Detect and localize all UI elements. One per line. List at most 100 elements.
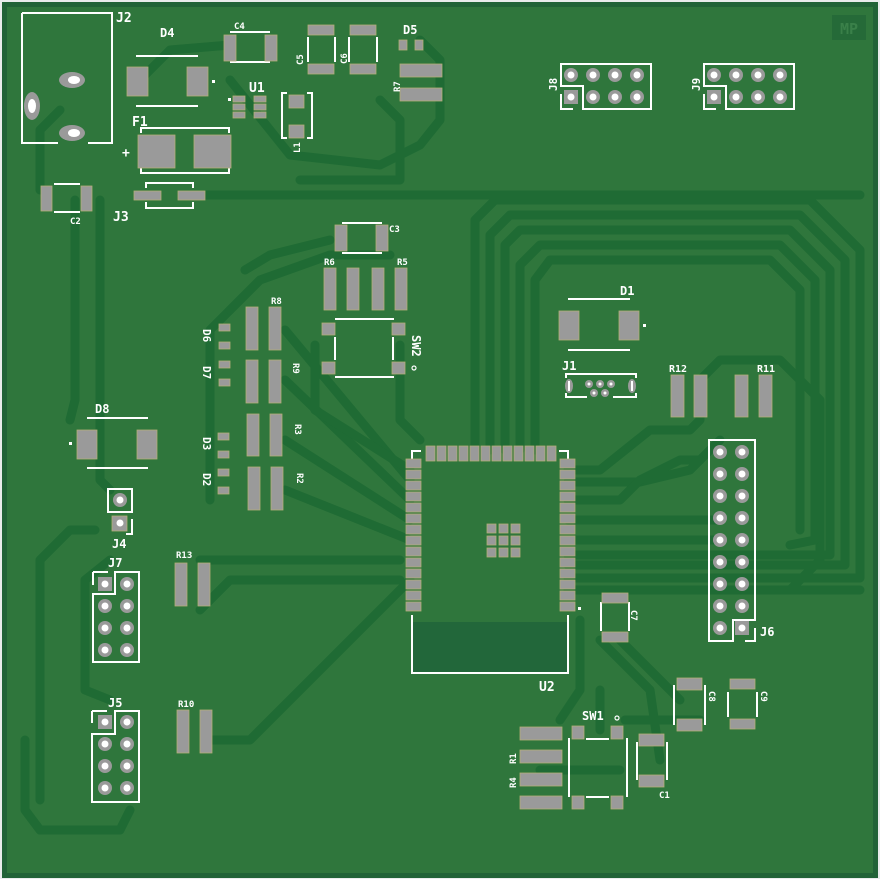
label-c6: C6 [340,53,350,64]
resistor-r10[interactable]: R10 [176,700,213,754]
resistor-r6[interactable]: R6 [323,258,360,311]
pin-hole [738,624,746,632]
u2-thermal-pad [498,523,509,534]
pin-hole [123,740,131,748]
header-j5[interactable]: J5 [91,696,140,803]
label-c8: C8 [706,691,716,702]
led-d6[interactable]: D6 [200,323,231,350]
pin-hole [589,71,597,79]
label-c1: C1 [659,791,670,801]
pin-hole [738,558,746,566]
button-sw1[interactable]: SW1 [568,709,628,810]
capacitor-c1[interactable]: C1 [636,733,670,801]
pin-hole [710,93,718,101]
label-r7: R7 [393,81,403,92]
diode-d5[interactable]: D5 [398,23,424,51]
antenna-keepout [412,622,568,672]
pin-hole [611,71,619,79]
pin-hole [738,536,746,544]
connector-j2[interactable]: J2 [21,11,132,144]
label-l1: L1 [293,142,303,153]
usb-j1[interactable]: J1 [562,359,637,398]
capacitor-c8[interactable]: C8 [673,677,716,732]
u2-thermal-pad [510,547,521,558]
pin-hole [710,71,718,79]
resistor-r5[interactable]: R5 [371,258,408,311]
label-d8: D8 [95,402,109,416]
pin-hole [589,93,597,101]
pin-hole [101,602,109,610]
capacitor-c3[interactable]: C3 [334,222,400,254]
capacitor-c2[interactable]: C2 [40,183,93,227]
label-r3: R3 [292,424,302,435]
capacitor-c6[interactable]: C6 [340,24,378,75]
u2-left-pad [405,502,422,513]
capacitor-c4[interactable]: C4 [223,22,278,63]
label-r8: R8 [271,297,282,307]
resistor-r7[interactable]: R7 [393,63,443,102]
header-j9[interactable]: J9 [690,63,795,110]
pin-hole [738,470,746,478]
diode-d8[interactable]: D8 [69,402,158,469]
led-d3[interactable]: D3 [200,432,230,459]
label-d5: D5 [403,23,417,37]
capacitor-c7[interactable]: C7 [600,592,638,643]
pin-hole [738,602,746,610]
button-sw2[interactable]: SW2 [321,318,423,378]
led-d7[interactable]: D7 [200,360,231,387]
module-u2[interactable]: U2 [405,445,581,695]
header-j7[interactable]: J7 [92,556,140,663]
resistor-r12[interactable]: R12 [669,364,708,418]
resistor-r4[interactable]: R4 [509,772,563,810]
label-j6: J6 [760,625,774,639]
header-j4[interactable]: J4 [107,488,133,551]
resistor-r2[interactable]: R2 [247,466,304,511]
u2-right-pad [559,480,576,491]
pin-hole [776,93,784,101]
label-r2: R2 [294,473,304,484]
label-c2: C2 [70,217,81,227]
diode-d4[interactable]: D4 [126,26,215,107]
pin-hole [567,71,575,79]
resistor-r8[interactable]: R8 [245,297,282,351]
pin-hole [738,492,746,500]
label-d4: D4 [160,26,174,40]
label-r6: R6 [324,258,335,268]
pin-hole [123,718,131,726]
capacitor-c9[interactable]: C9 [727,678,768,730]
label-j8: J8 [547,78,560,91]
u2-right-pad [559,469,576,480]
pin-hole [716,536,724,544]
header-j8[interactable]: J8 [547,63,652,110]
header-j6[interactable]: J6 [708,439,774,642]
u2-left-pad [405,480,422,491]
u2-left-pad [405,579,422,590]
resistor-r13[interactable]: R13 [174,551,211,607]
fuse-f1[interactable]: F1 + [122,115,232,174]
u2-top-pad [524,445,535,462]
resistor-r9[interactable]: R9 [245,359,300,404]
label-r4: R4 [509,777,519,788]
ic-u1[interactable]: U1 [228,81,267,119]
inductor-l1[interactable]: L1 [281,92,313,153]
u2-thermal-pad [498,547,509,558]
label-r11: R11 [757,364,775,375]
led-d2[interactable]: D2 [200,468,230,495]
pin-hole [738,580,746,588]
capacitor-c5[interactable]: C5 [296,24,336,75]
label-sw1: SW1 [582,709,604,723]
pin-hole [716,624,724,632]
label-c4: C4 [234,22,245,32]
jumper-j3[interactable]: J3 [113,182,206,225]
diode-d1[interactable]: D1 [558,284,646,351]
u2-left-pad [405,535,422,546]
pin-hole [101,784,109,792]
resistor-r1[interactable]: R1 [509,726,563,764]
pin-hole [101,580,109,588]
resistor-r3[interactable]: R3 [246,413,302,457]
label-j2: J2 [116,11,132,26]
u2-right-pad [559,579,576,590]
resistor-r11[interactable]: R11 [734,364,775,418]
u2-top-pad [535,445,546,462]
u2-top-pad [425,445,436,462]
